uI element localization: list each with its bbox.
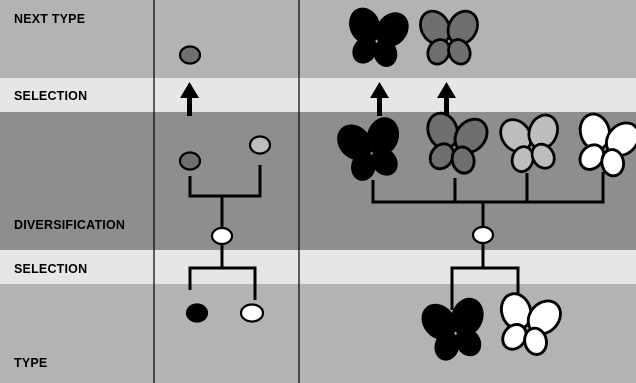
type-circle-white [239, 303, 265, 323]
label-next-type: NEXT TYPE [14, 12, 86, 26]
type-butterfly-white [485, 283, 572, 365]
arrow-up-right [437, 82, 456, 116]
label-selection-top: SELECTION [14, 89, 88, 103]
next-type-butterfly-black [337, 0, 417, 74]
label-selection-bottom: SELECTION [14, 262, 88, 276]
selection-arrows [180, 82, 456, 116]
band-selection-top [0, 78, 636, 112]
label-diversification: DIVERSIFICATION [14, 218, 126, 232]
arrow-up-left [180, 82, 199, 116]
left-tree-lines [188, 165, 262, 300]
type-circle-black [185, 303, 209, 323]
diversified-butterfly-black [327, 108, 414, 190]
diversified-butterfly-white [561, 102, 636, 187]
diversified-circle-light [248, 135, 272, 155]
right-selected-parent-circle [471, 225, 495, 245]
diversified-circle-dark [178, 151, 202, 171]
next-type-circle [178, 45, 202, 65]
diversified-butterfly-light-gray [491, 105, 571, 180]
arrow-up-middle [370, 82, 389, 116]
selected-parent-circle [210, 226, 234, 246]
right-tree-lines [371, 172, 605, 310]
next-type-butterfly-dark-gray [413, 4, 485, 70]
label-type: TYPE [14, 356, 48, 370]
band-next-type [0, 0, 636, 78]
band-selection-bottom [0, 250, 636, 284]
type-butterfly-black [412, 289, 498, 369]
diversified-butterfly-dark-gray [412, 103, 498, 183]
